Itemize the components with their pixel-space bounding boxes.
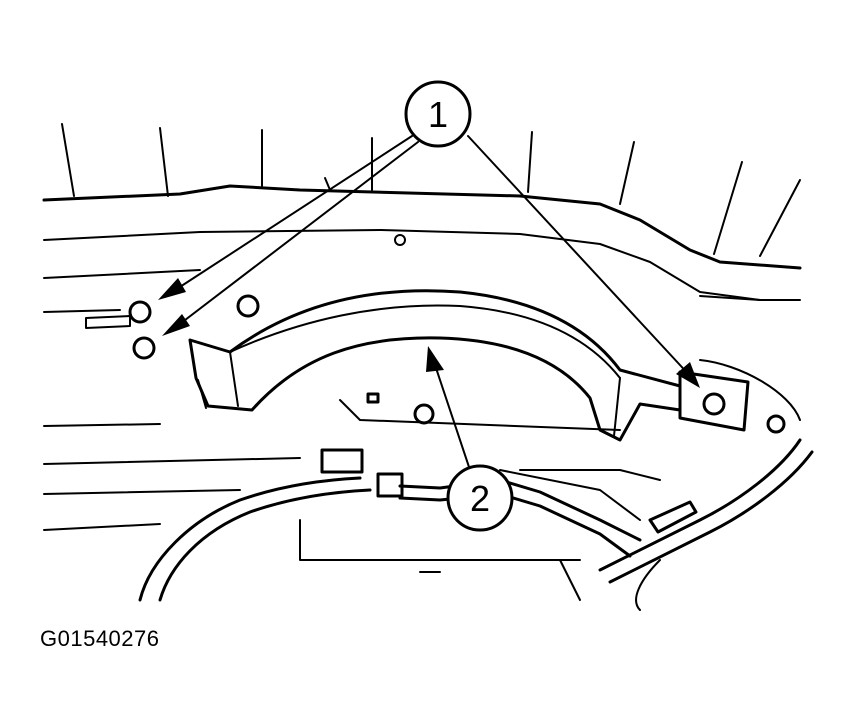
body-panel-lines [61,123,801,257]
right-bracket [678,359,801,434]
callout-2: 2 [426,346,514,532]
crossmember [188,289,682,442]
callout-2-label: 2 [470,478,490,519]
hoses [138,438,814,611]
frame-rail [42,184,802,313]
callout-2-circle [446,464,514,532]
callout-1-circle [404,80,472,148]
left-bolts [85,300,156,360]
callout-1: 1 [158,80,700,388]
callout-1-label: 1 [428,94,448,135]
figure-id: G01540276 [40,626,160,651]
floor-lines [43,399,661,531]
